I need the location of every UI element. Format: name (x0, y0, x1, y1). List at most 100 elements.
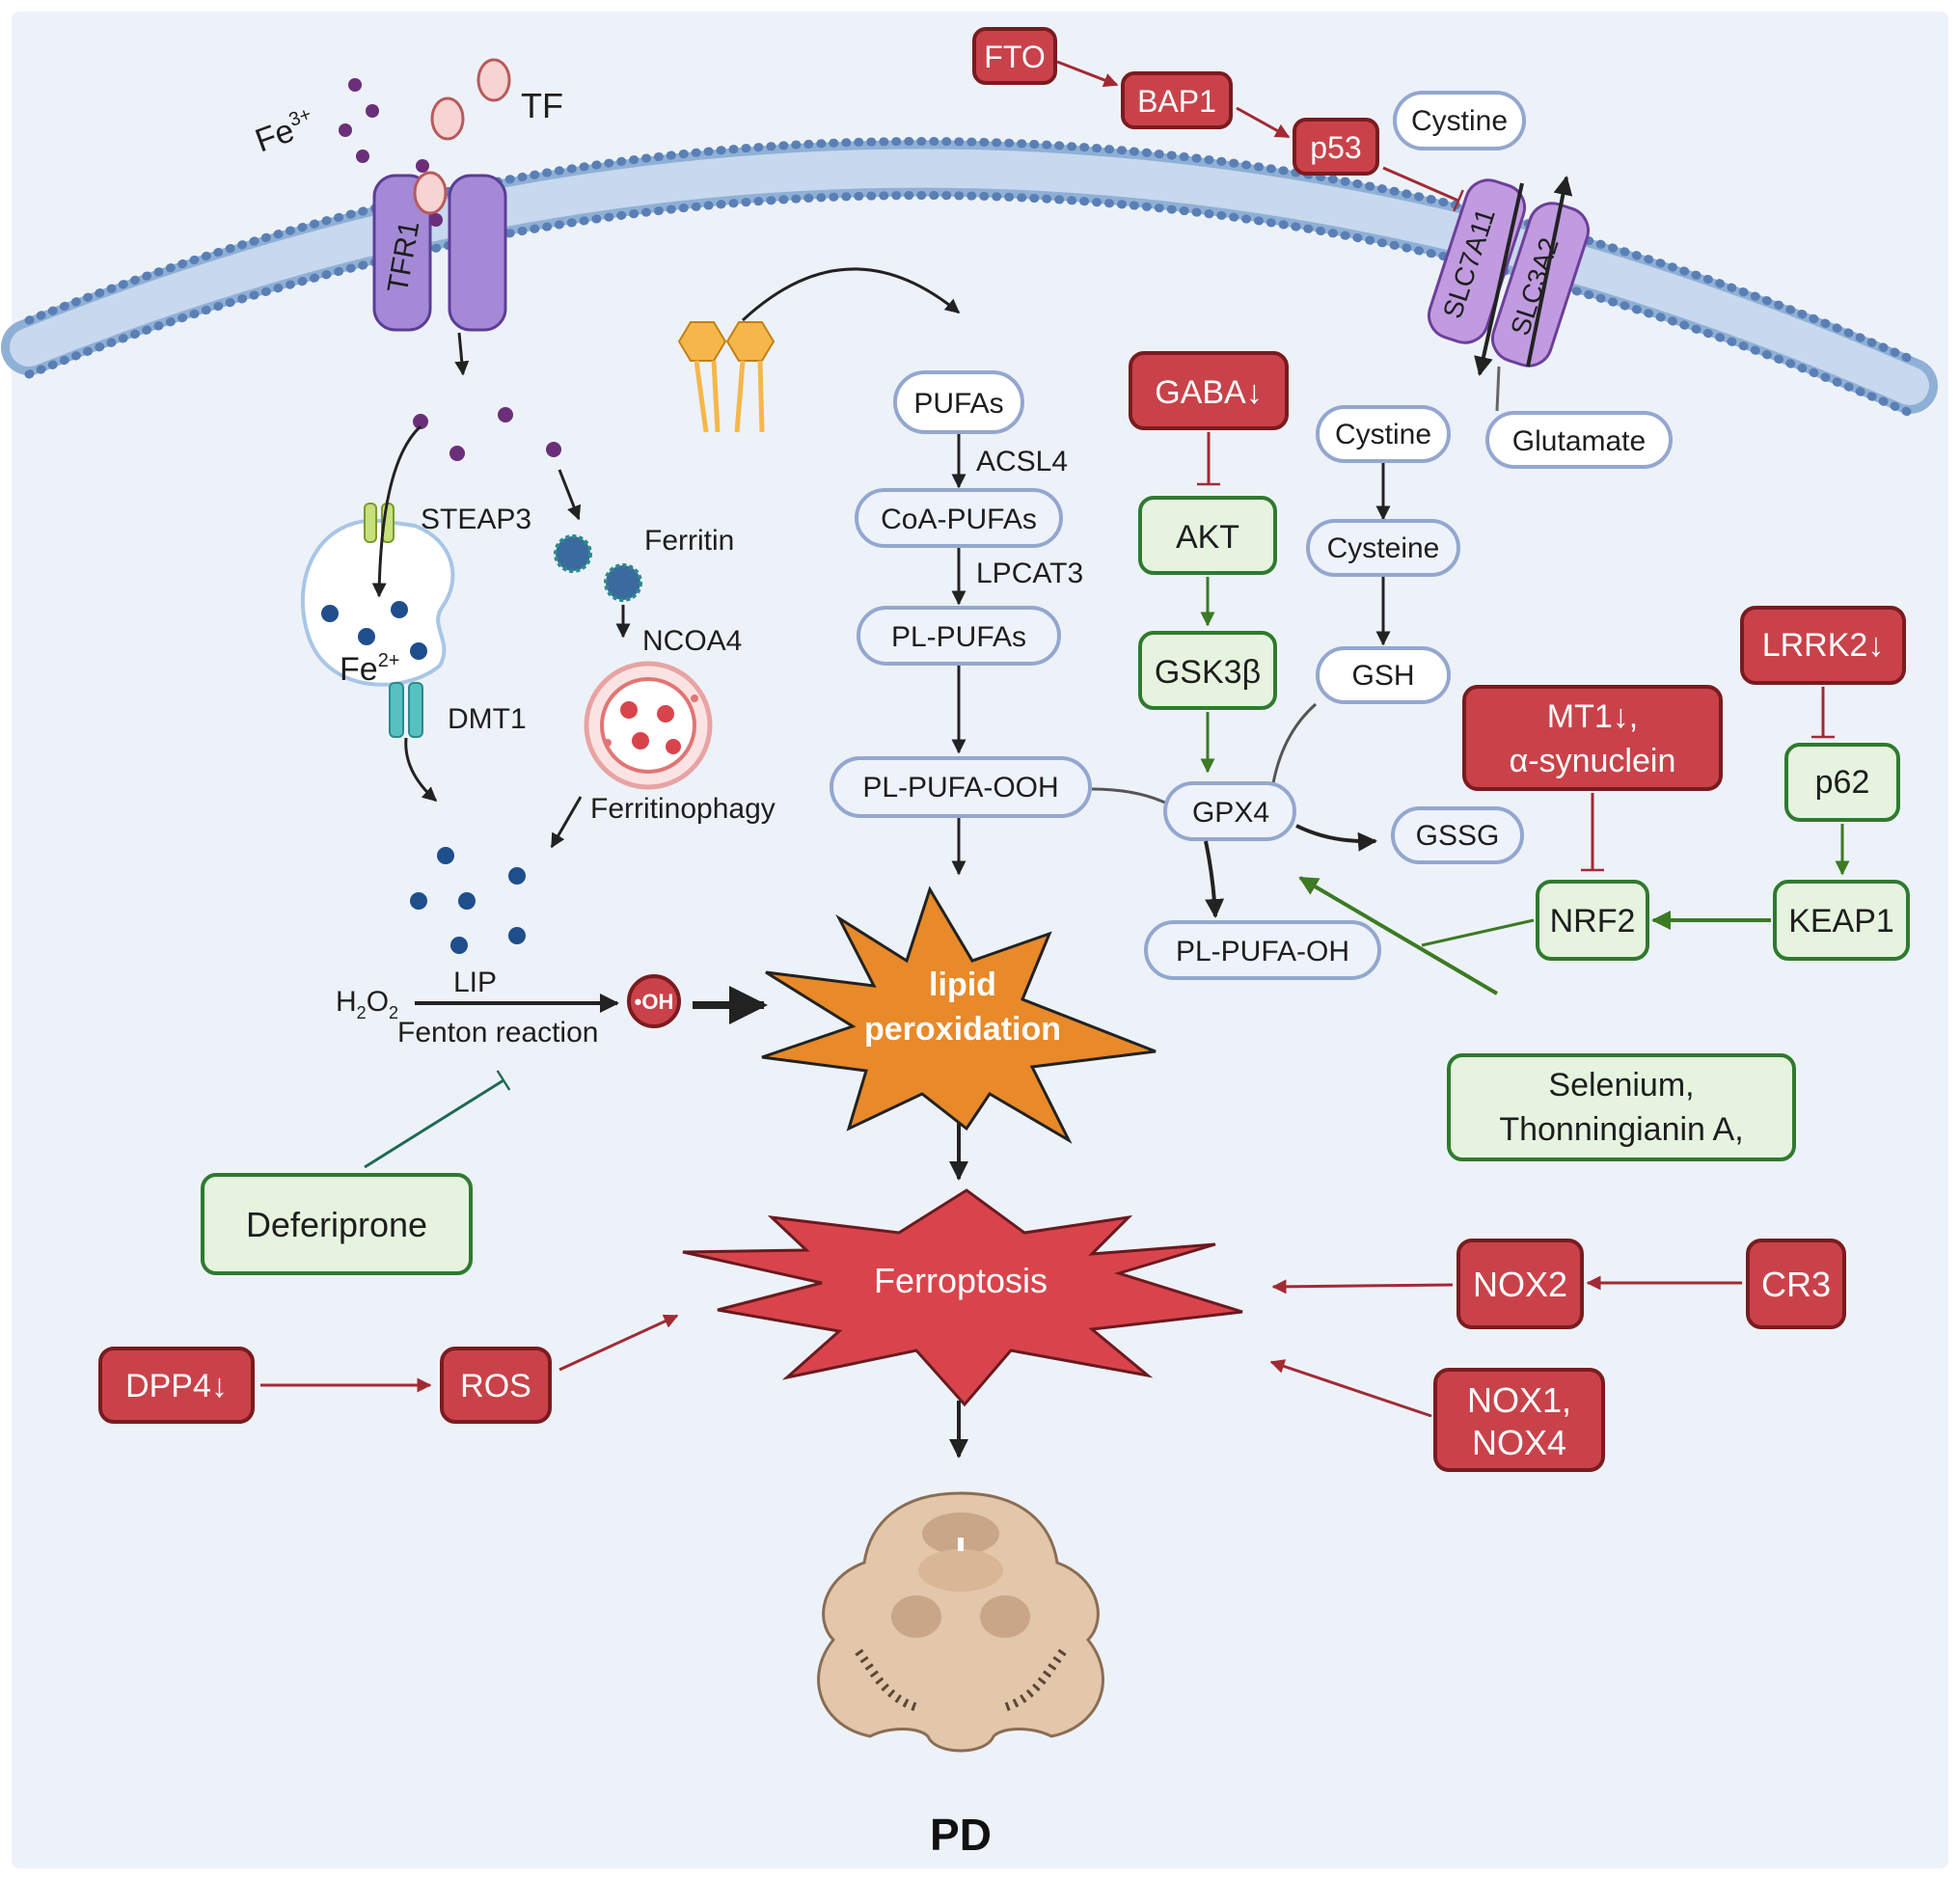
coa-pufas-node: CoA-PUFAs (855, 488, 1063, 548)
arrow-membrane-lipid-curve (741, 267, 961, 322)
inhibit-p53-to-slc7a11 (1382, 166, 1464, 212)
svg-text:p62: p62 (1815, 764, 1870, 801)
gpx4-node: GPX4 (1163, 781, 1296, 841)
arrow-gpx4-to-gssg (1295, 824, 1377, 852)
dmt1-channel-icon (389, 682, 423, 738)
svg-text:Cystine: Cystine (1411, 105, 1508, 137)
arrow-dmt1-to-lip (404, 737, 438, 803)
midbrain-section-icon (817, 1491, 1104, 1753)
slc7a11-slc3a2-transporter: SLC7A11 SLC3A2 (1427, 178, 1591, 368)
cell-membrane (1, 137, 1938, 418)
fe3-ion-icons (339, 78, 443, 227)
dpp4-node: DPP4↓ (98, 1347, 255, 1424)
deferiprone-node: Deferiprone (201, 1173, 473, 1275)
svg-text:PL-PUFA-OH: PL-PUFA-OH (1176, 936, 1349, 967)
ferritin-label: Ferritin (644, 525, 734, 557)
svg-text:α-synuclein: α-synuclein (1510, 743, 1676, 779)
svg-text:CoA-PUFAs: CoA-PUFAs (881, 504, 1037, 535)
fe2-label: Fe2+ (340, 650, 400, 688)
arrow-nox1-nox4-to-ferroptosis (1269, 1359, 1432, 1418)
arrow-fe-to-endosome (371, 424, 422, 598)
fe3-cytosol-ions (413, 407, 561, 461)
svg-text:PUFAs: PUFAs (913, 388, 1003, 420)
svg-text:Cysteine: Cysteine (1327, 532, 1440, 564)
gsk3b-node: GSK3β (1138, 631, 1277, 710)
line-gsh-to-gpx4 (1271, 702, 1317, 784)
hydroxyl-radical-node: •OH (627, 974, 681, 1028)
fto-node: FTO (972, 27, 1057, 85)
svg-text:GSH: GSH (1351, 660, 1414, 692)
akt-node: AKT (1138, 496, 1277, 575)
keap1-node: KEAP1 (1773, 880, 1910, 961)
arrow-glutamate-export (1526, 176, 1573, 368)
svg-text:•OH: •OH (635, 990, 674, 1014)
pd-label: PD (930, 1810, 992, 1860)
svg-text:FTO: FTO (984, 40, 1045, 74)
svg-text:Glutamate: Glutamate (1512, 425, 1646, 457)
svg-text:Deferiprone: Deferiprone (246, 1205, 427, 1244)
tf-protein-icon (413, 58, 511, 215)
cystine-extracellular-node: Cystine (1393, 91, 1526, 150)
gaba-node: GABA↓ (1129, 351, 1289, 430)
ferritinophagy-label: Ferritinophagy (590, 793, 776, 825)
svg-text:DPP4↓: DPP4↓ (125, 1368, 228, 1404)
svg-text:NRF2: NRF2 (1550, 903, 1636, 940)
fe2-endosome-ions (321, 601, 427, 660)
lipid-peroxidation-burst: lipid peroxidation (761, 886, 1157, 1144)
svg-text:Cystine: Cystine (1335, 419, 1431, 450)
mt1-alpha-synuclein-node: MT1↓, α-synuclein (1462, 685, 1723, 791)
line-transporter-to-glutamate (1495, 366, 1501, 412)
p53-node: p53 (1293, 118, 1379, 176)
nrf2-node: NRF2 (1536, 880, 1649, 961)
acsl4-label: ACSL4 (976, 446, 1068, 477)
selenium-thonningianin-node: Selenium, Thonningianin A, (1447, 1053, 1796, 1161)
arrow-gpx4-to-pl-pufa-oh (1204, 840, 1225, 918)
arrow-ferritinophagy-to-lip (550, 796, 583, 849)
ferritin-icon (554, 534, 642, 602)
lipid-enzyme-icon (677, 321, 776, 433)
arrow-selenium-to-gpx4 (1298, 876, 1499, 995)
cystine-intracellular-node: Cystine (1316, 405, 1451, 463)
svg-text:GABA↓: GABA↓ (1155, 374, 1262, 411)
p62-node: p62 (1784, 743, 1900, 822)
gssg-node: GSSG (1391, 806, 1524, 864)
h2o2-label: H2O2 (336, 986, 398, 1022)
arrow-ros-to-ferroptosis (558, 1314, 679, 1372)
ferroptosis-label: Ferroptosis (874, 1261, 1048, 1300)
svg-text:LRRK2↓: LRRK2↓ (1762, 627, 1885, 664)
pl-pufas-node: PL-PUFAs (857, 606, 1061, 666)
pufas-node: PUFAs (893, 370, 1024, 434)
svg-text:MT1↓,: MT1↓, (1547, 698, 1638, 735)
svg-text:GPX4: GPX4 (1192, 797, 1269, 829)
svg-text:ROS: ROS (460, 1368, 531, 1404)
line-nrf2-to-gpx4 (1421, 918, 1535, 947)
svg-text:PL-PUFA-OOH: PL-PUFA-OOH (862, 772, 1058, 804)
lipid-peroxidation-label-1: lipid (929, 967, 996, 1003)
arrow-nox2-to-ferroptosis (1271, 1279, 1454, 1294)
nox2-node: NOX2 (1456, 1239, 1584, 1329)
svg-text:KEAP1: KEAP1 (1788, 903, 1894, 940)
inhibit-deferiprone-to-fenton (364, 1070, 511, 1169)
arrow-cystine-import (1474, 182, 1524, 376)
svg-text:AKT: AKT (1176, 519, 1239, 556)
svg-text:Thonningianin A,: Thonningianin A, (1499, 1111, 1743, 1148)
svg-text:GSSG: GSSG (1416, 820, 1500, 852)
svg-text:NOX4: NOX4 (1472, 1423, 1566, 1462)
gsh-node: GSH (1316, 646, 1451, 704)
line-ooh-to-gpx4 (1091, 787, 1170, 806)
svg-text:NOX1,: NOX1, (1467, 1380, 1571, 1420)
svg-text:p53: p53 (1310, 130, 1361, 165)
lipid-peroxidation-label-2: peroxidation (864, 1011, 1061, 1048)
autolysosome-icon (584, 661, 713, 790)
cysteine-node: Cysteine (1306, 519, 1460, 577)
cr3-node: CR3 (1746, 1239, 1846, 1329)
ferroptosis-burst: Ferroptosis (682, 1188, 1243, 1407)
ros-node: ROS (440, 1347, 552, 1424)
svg-text:BAP1: BAP1 (1137, 84, 1216, 119)
fenton-reaction-label: Fenton reaction (397, 1017, 598, 1049)
arrow-fto-to-bap1 (1056, 60, 1119, 88)
lip-fe2-ions (410, 847, 526, 954)
pl-pufa-oh-node: PL-PUFA-OH (1144, 920, 1381, 980)
tfr1-receptor: TFR1 (372, 174, 507, 332)
